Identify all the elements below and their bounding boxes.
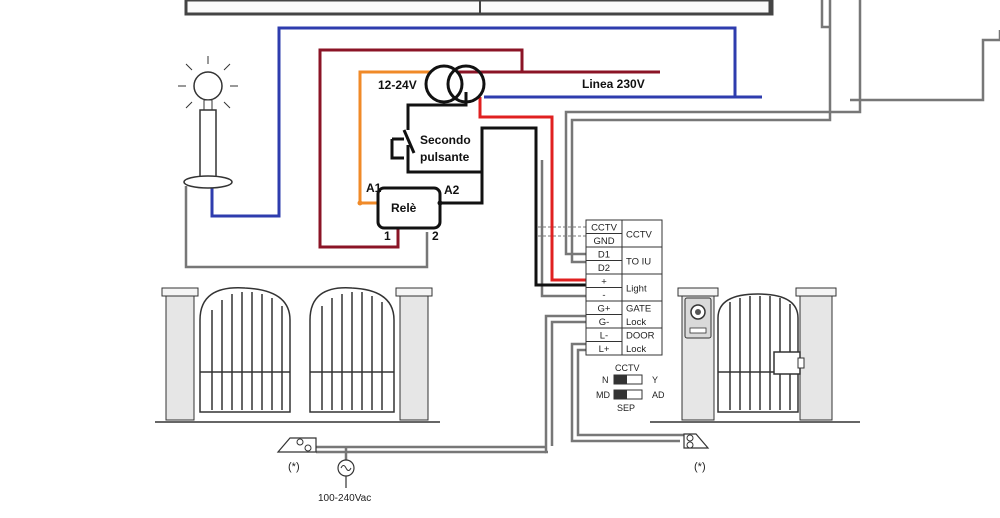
terminal-group-label: GATE bbox=[626, 304, 651, 315]
dark-red-wires bbox=[318, 48, 660, 249]
relay-label: Relè bbox=[391, 201, 417, 215]
terminal-group-label: Lock bbox=[626, 344, 646, 355]
indoor-unit-edge bbox=[184, 0, 774, 16]
lamp-post-icon bbox=[178, 56, 238, 189]
gray-wires bbox=[184, 0, 1000, 462]
terminal-pin-label: D2 bbox=[598, 263, 610, 274]
second-button-label-1: Secondo bbox=[420, 133, 471, 147]
gate-lock-connector-icon bbox=[276, 437, 317, 453]
orange-wire bbox=[358, 70, 432, 205]
relay-pin1-label: 1 bbox=[384, 229, 391, 243]
door-lock-connector-icon bbox=[683, 433, 710, 449]
outdoor-station-icon bbox=[684, 297, 712, 339]
dip-title: CCTV bbox=[615, 363, 640, 373]
dip-left-top: N bbox=[602, 375, 609, 385]
terminal-pin-label: CCTV bbox=[591, 223, 618, 234]
dip-right-top: Y bbox=[652, 375, 658, 385]
red-wire bbox=[478, 97, 586, 282]
terminal-group-label: CCTV bbox=[626, 230, 653, 241]
terminal-group-label: Lock bbox=[626, 317, 646, 328]
transformer-icon bbox=[424, 64, 486, 104]
asterisk-left-label: (*) bbox=[288, 461, 300, 473]
terminal-group-label: TO IU bbox=[626, 257, 651, 268]
dip-switch bbox=[613, 374, 643, 400]
left-gate-icon bbox=[155, 287, 440, 423]
terminal-pin-label: G- bbox=[599, 317, 610, 328]
ac-supply-label: 100-240Vac bbox=[318, 493, 371, 504]
ac-supply-icon bbox=[337, 459, 355, 488]
relay-a1-label: A1 bbox=[366, 181, 382, 195]
mains-line-label: Linea 230V bbox=[582, 77, 645, 91]
dip-bottom: SEP bbox=[617, 403, 635, 413]
terminal-group-label: DOOR bbox=[626, 331, 655, 342]
right-gate-icon bbox=[650, 287, 860, 423]
terminal-pin-label: D1 bbox=[598, 250, 610, 261]
terminal-pin-label: - bbox=[602, 290, 605, 301]
terminal-group-label: Light bbox=[626, 284, 647, 295]
dip-right-bottom: AD bbox=[652, 390, 665, 400]
dip-left-bottom: MD bbox=[596, 390, 610, 400]
second-button-label-2: pulsante bbox=[420, 150, 470, 164]
supply-voltage-label: 12-24V bbox=[378, 78, 417, 92]
blue-wires bbox=[210, 26, 762, 218]
relay-box bbox=[357, 186, 443, 230]
relay-a2-label: A2 bbox=[444, 183, 460, 197]
terminal-pin-label: L+ bbox=[599, 344, 610, 355]
asterisk-right-label: (*) bbox=[694, 461, 706, 473]
terminal-pin-label: L- bbox=[600, 331, 608, 342]
terminal-pin-label: GND bbox=[593, 236, 614, 247]
terminal-pin-label: G+ bbox=[598, 304, 611, 315]
black-wires bbox=[390, 92, 586, 287]
terminal-pin-label: + bbox=[601, 277, 607, 288]
relay-pin2-label: 2 bbox=[432, 229, 439, 243]
